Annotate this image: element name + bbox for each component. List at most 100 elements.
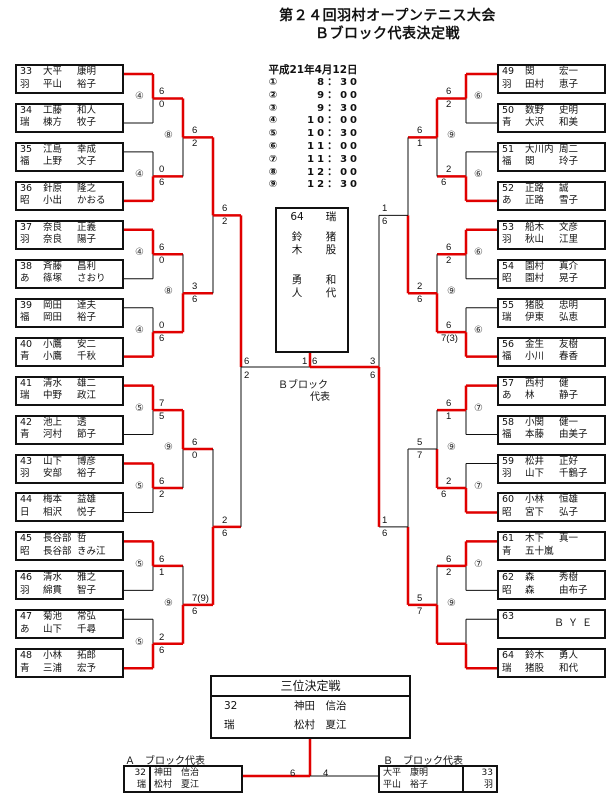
a-rep-seed: 32	[134, 768, 146, 778]
player1-last-name: 船木	[525, 221, 545, 233]
player2-first-name: 陽子	[77, 234, 97, 246]
player1-last-name: 小鷹	[43, 338, 63, 350]
player2-last-name: 長谷部	[43, 545, 72, 557]
player1-last-name: 清水	[43, 377, 63, 389]
club-abbrev: 昭	[502, 506, 512, 518]
round-time: 8：30	[317, 77, 360, 88]
seed-number: 60	[502, 494, 515, 506]
round-number: ⑥	[268, 140, 278, 152]
score: 6	[382, 216, 388, 228]
player2-last-name: 綿貫	[43, 584, 63, 596]
seed-number: 47	[20, 611, 33, 623]
player1-first-name: 恒雄	[559, 494, 579, 506]
round-time: 9：30	[317, 102, 360, 114]
player1-last-name: 園村	[525, 260, 545, 272]
player2-first-name: 千秋	[77, 351, 97, 363]
b-rep-seed: 33	[481, 768, 493, 778]
player1-first-name: 誠	[559, 182, 569, 194]
player2-first-name: 和美	[559, 117, 579, 129]
seed-number: 38	[20, 260, 33, 272]
round-marker: ④	[135, 325, 144, 337]
player1-last-name: 松井	[525, 455, 545, 467]
a-block-rep-label: Ａ ブロック代表	[125, 756, 205, 767]
round-time: 11：00	[307, 140, 360, 152]
score: 7	[417, 605, 423, 617]
club-abbrev: 昭	[20, 195, 30, 207]
player1-first-name: 康明	[77, 66, 97, 77]
player1-first-name: 安二	[77, 338, 97, 350]
winner-p2-last: 猪 股	[325, 231, 337, 256]
rep-score-a: 6	[290, 768, 296, 779]
player2-last-name: 五十嵐	[525, 545, 554, 557]
player1-first-name: 和人	[77, 104, 97, 116]
player1-last-name: 梅本	[43, 494, 63, 506]
round-marker: ④	[135, 169, 144, 181]
seed-number: 61	[502, 533, 515, 545]
round-time: 11：30	[307, 153, 360, 165]
player2-first-name: 弘子	[559, 506, 579, 518]
player2-last-name: 三浦	[43, 662, 63, 674]
player1-last-name: 山下	[43, 455, 63, 467]
player1-first-name: 拓郎	[77, 650, 97, 662]
score: 1	[446, 411, 452, 423]
score: 0	[159, 320, 165, 332]
seed-number: 55	[502, 299, 515, 311]
score: 5	[417, 592, 423, 604]
player1-first-name: 正好	[559, 455, 579, 467]
round-time: 10：00	[307, 115, 360, 127]
player2-first-name: 雪子	[559, 195, 579, 207]
player2-first-name: 智子	[77, 584, 97, 596]
club-abbrev: 羽	[20, 78, 30, 90]
a-block-rep-box: 32 瑞 神田 信治 松村 夏江	[123, 765, 243, 793]
seed-number: 62	[502, 572, 515, 584]
player1-first-name: 真介	[559, 260, 579, 272]
seed-number: 58	[502, 416, 515, 428]
score: 1	[417, 138, 423, 150]
score: 2	[446, 255, 452, 267]
player1-last-name: 池上	[43, 416, 63, 428]
club-abbrev: 瑞	[502, 662, 512, 674]
score: 2	[417, 281, 423, 293]
score: 2	[446, 566, 452, 578]
score: 6	[446, 320, 452, 332]
score: 6	[192, 294, 198, 306]
seed-number: 36	[20, 182, 33, 194]
seed-number: 42	[20, 416, 33, 428]
player1-first-name: 文彦	[559, 221, 579, 233]
player1-last-name: 正路	[525, 182, 545, 194]
score: 0	[159, 99, 165, 111]
player1-last-name: 針原	[43, 182, 63, 194]
player2-first-name: 恵子	[559, 78, 579, 90]
score: 2	[446, 164, 452, 176]
club-abbrev: 羽	[502, 234, 512, 246]
player2-first-name: 節子	[77, 429, 97, 441]
score: 6	[159, 333, 165, 345]
round-marker: ⑦	[474, 558, 483, 570]
club-abbrev: 福	[502, 429, 512, 441]
club-abbrev: 青	[502, 545, 512, 557]
player2-last-name: 小鷹	[43, 351, 63, 363]
club-abbrev: 福	[502, 351, 512, 363]
player2-last-name: 伊東	[525, 312, 545, 324]
player2-first-name: 悦子	[77, 506, 97, 518]
player1-first-name: 雅之	[77, 572, 97, 584]
player1-first-name: 幸成	[77, 143, 97, 155]
round-time: 12：30	[307, 179, 360, 191]
score: 6	[192, 437, 198, 449]
round-number: ⑧	[268, 166, 278, 178]
club-abbrev: 青	[20, 351, 30, 363]
score: 5	[159, 411, 165, 423]
seed-number: 33	[20, 66, 33, 77]
third-place-p2: 松村 夏江	[294, 719, 347, 731]
player2-last-name: 山下	[43, 623, 63, 635]
